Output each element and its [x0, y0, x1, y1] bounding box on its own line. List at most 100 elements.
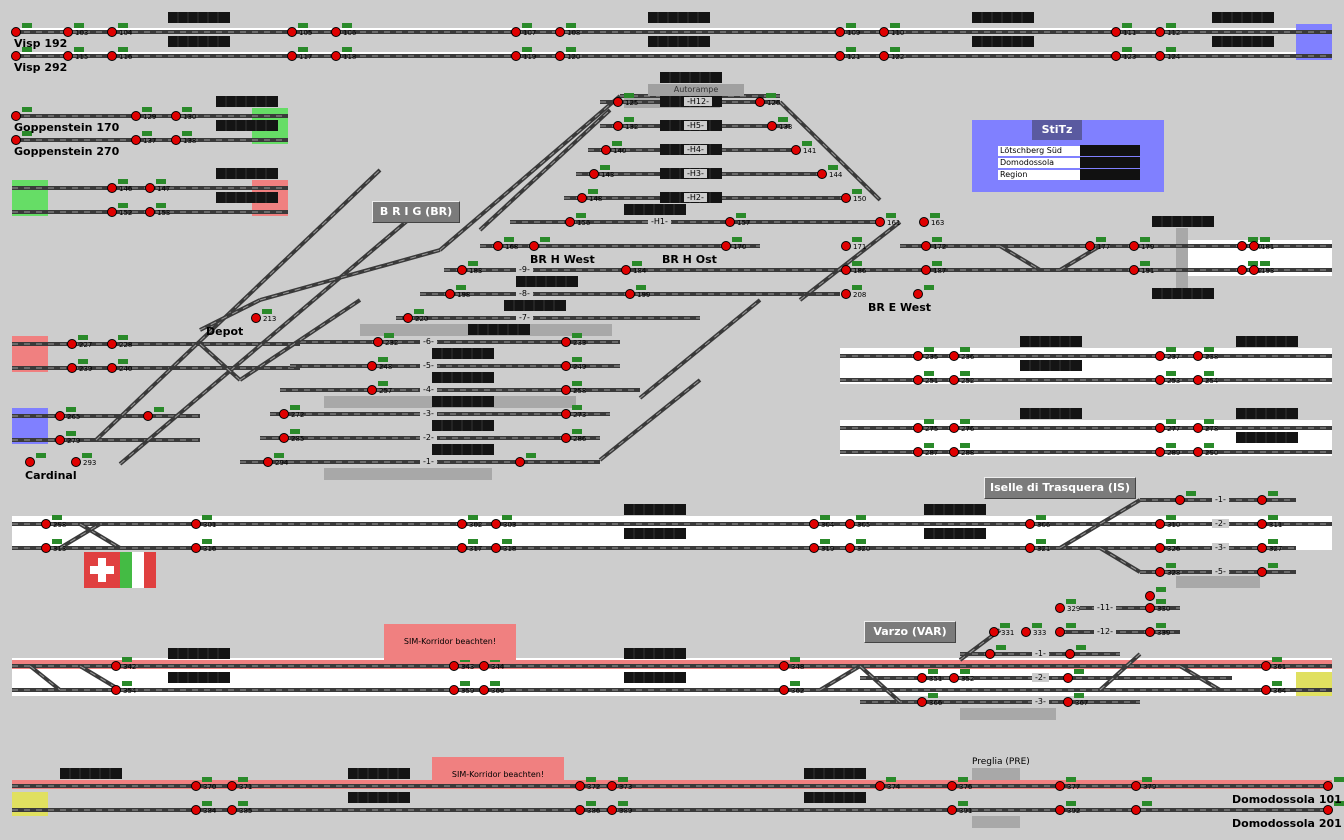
signal-head[interactable] — [107, 363, 117, 373]
signal[interactable]: 359 — [449, 681, 475, 695]
signal[interactable]: 287 — [913, 443, 939, 457]
signal-head[interactable] — [331, 51, 341, 61]
signal-head[interactable] — [1155, 543, 1165, 553]
signal-head[interactable] — [287, 51, 297, 61]
signal[interactable]: 119 — [511, 47, 537, 61]
signal-head[interactable] — [949, 351, 959, 361]
signal-head[interactable] — [917, 697, 927, 707]
signal-head[interactable] — [555, 27, 565, 37]
signal[interactable]: 310 — [1155, 515, 1181, 529]
signal[interactable]: 125 — [613, 93, 639, 107]
signal[interactable] — [1065, 645, 1087, 659]
signal[interactable]: 172 — [921, 237, 947, 251]
signal-head[interactable] — [479, 661, 489, 671]
signal-head[interactable] — [1257, 519, 1267, 529]
signal[interactable]: 239 — [67, 359, 93, 373]
signal-head[interactable] — [949, 673, 959, 683]
signal[interactable] — [985, 645, 1007, 659]
signal-head[interactable] — [367, 361, 377, 371]
signal[interactable]: 108 — [555, 23, 581, 37]
signal[interactable]: 251 — [913, 371, 939, 385]
signal[interactable]: 146 — [107, 179, 133, 193]
signal-head[interactable] — [71, 457, 81, 467]
signal-head[interactable] — [191, 805, 201, 815]
signal[interactable]: 391 — [947, 801, 973, 815]
signal-head[interactable] — [1237, 241, 1247, 251]
signal-head[interactable] — [1193, 351, 1203, 361]
signal-head[interactable] — [913, 375, 923, 385]
signal-head[interactable] — [263, 457, 273, 467]
signal-head[interactable] — [131, 135, 141, 145]
signal-head[interactable] — [947, 781, 957, 791]
signal[interactable] — [11, 107, 33, 121]
signal-head[interactable] — [1155, 567, 1165, 577]
signal[interactable]: 377 — [1055, 777, 1081, 791]
track-segment[interactable] — [778, 100, 882, 202]
signal[interactable]: 161 — [875, 213, 901, 227]
signal[interactable] — [529, 237, 551, 251]
signal-head[interactable] — [625, 289, 635, 299]
signal-head[interactable] — [949, 375, 959, 385]
signal[interactable] — [1175, 491, 1197, 505]
signal[interactable]: 249 — [561, 357, 587, 371]
signal[interactable]: 213 — [251, 309, 277, 323]
signal-head[interactable] — [1193, 447, 1203, 457]
signal[interactable]: 147 — [145, 179, 171, 193]
signal[interactable] — [11, 47, 33, 61]
signal-head[interactable] — [191, 781, 201, 791]
signal[interactable]: 304 — [809, 515, 835, 529]
signal-head[interactable] — [227, 781, 237, 791]
station-box-brig[interactable]: B R I G (BR) — [372, 201, 460, 223]
signal[interactable]: 141 — [791, 141, 817, 155]
signal-head[interactable] — [63, 27, 73, 37]
signal[interactable]: 118 — [331, 47, 357, 61]
signal-head[interactable] — [1063, 697, 1073, 707]
signal-head[interactable] — [1155, 447, 1165, 457]
signal[interactable]: 364 — [1261, 681, 1287, 695]
signal-head[interactable] — [1155, 51, 1165, 61]
signal-head[interactable] — [107, 339, 117, 349]
signal[interactable]: 198 — [445, 285, 471, 299]
signal[interactable]: 339 — [1145, 623, 1171, 637]
signal-head[interactable] — [11, 111, 21, 121]
signal-head[interactable] — [1145, 603, 1155, 613]
signal-head[interactable] — [879, 51, 889, 61]
signal[interactable]: 276 — [949, 419, 975, 433]
signal-head[interactable] — [373, 337, 383, 347]
signal[interactable]: 116 — [107, 47, 133, 61]
signal[interactable]: 248 — [367, 357, 393, 371]
signal[interactable]: 157 — [725, 213, 751, 227]
signal[interactable]: 117 — [287, 47, 313, 61]
signal-head[interactable] — [921, 241, 931, 251]
signal-head[interactable] — [947, 805, 957, 815]
signal-head[interactable] — [511, 27, 521, 37]
signal[interactable]: 253 — [1155, 371, 1181, 385]
signal-head[interactable] — [1055, 805, 1065, 815]
signal-head[interactable] — [1323, 781, 1333, 791]
signal-head[interactable] — [1145, 627, 1155, 637]
signal-head[interactable] — [601, 145, 611, 155]
signal-head[interactable] — [457, 543, 467, 553]
signal-head[interactable] — [287, 27, 297, 37]
signal[interactable]: 129 — [131, 107, 157, 121]
signal[interactable]: 121 — [835, 47, 861, 61]
signal-head[interactable] — [1129, 265, 1139, 275]
signal[interactable]: 319 — [809, 539, 835, 553]
signal-head[interactable] — [561, 409, 571, 419]
signal[interactable]: 156 — [565, 213, 591, 227]
signal-head[interactable] — [841, 241, 851, 251]
signal-head[interactable] — [11, 27, 21, 37]
stitz-row-domodossola[interactable]: Domodossola — [998, 158, 1082, 168]
signal-head[interactable] — [607, 781, 617, 791]
signal-head[interactable] — [555, 51, 565, 61]
signal-head[interactable] — [457, 265, 467, 275]
signal[interactable]: 140 — [601, 141, 627, 155]
signal[interactable]: 303 — [491, 515, 517, 529]
signal-head[interactable] — [145, 207, 155, 217]
signal-head[interactable] — [1155, 423, 1165, 433]
signal-head[interactable] — [613, 121, 623, 131]
signal[interactable]: 171 — [841, 237, 867, 251]
signal[interactable]: 318 — [491, 539, 517, 553]
signal[interactable]: 293 — [71, 453, 97, 467]
